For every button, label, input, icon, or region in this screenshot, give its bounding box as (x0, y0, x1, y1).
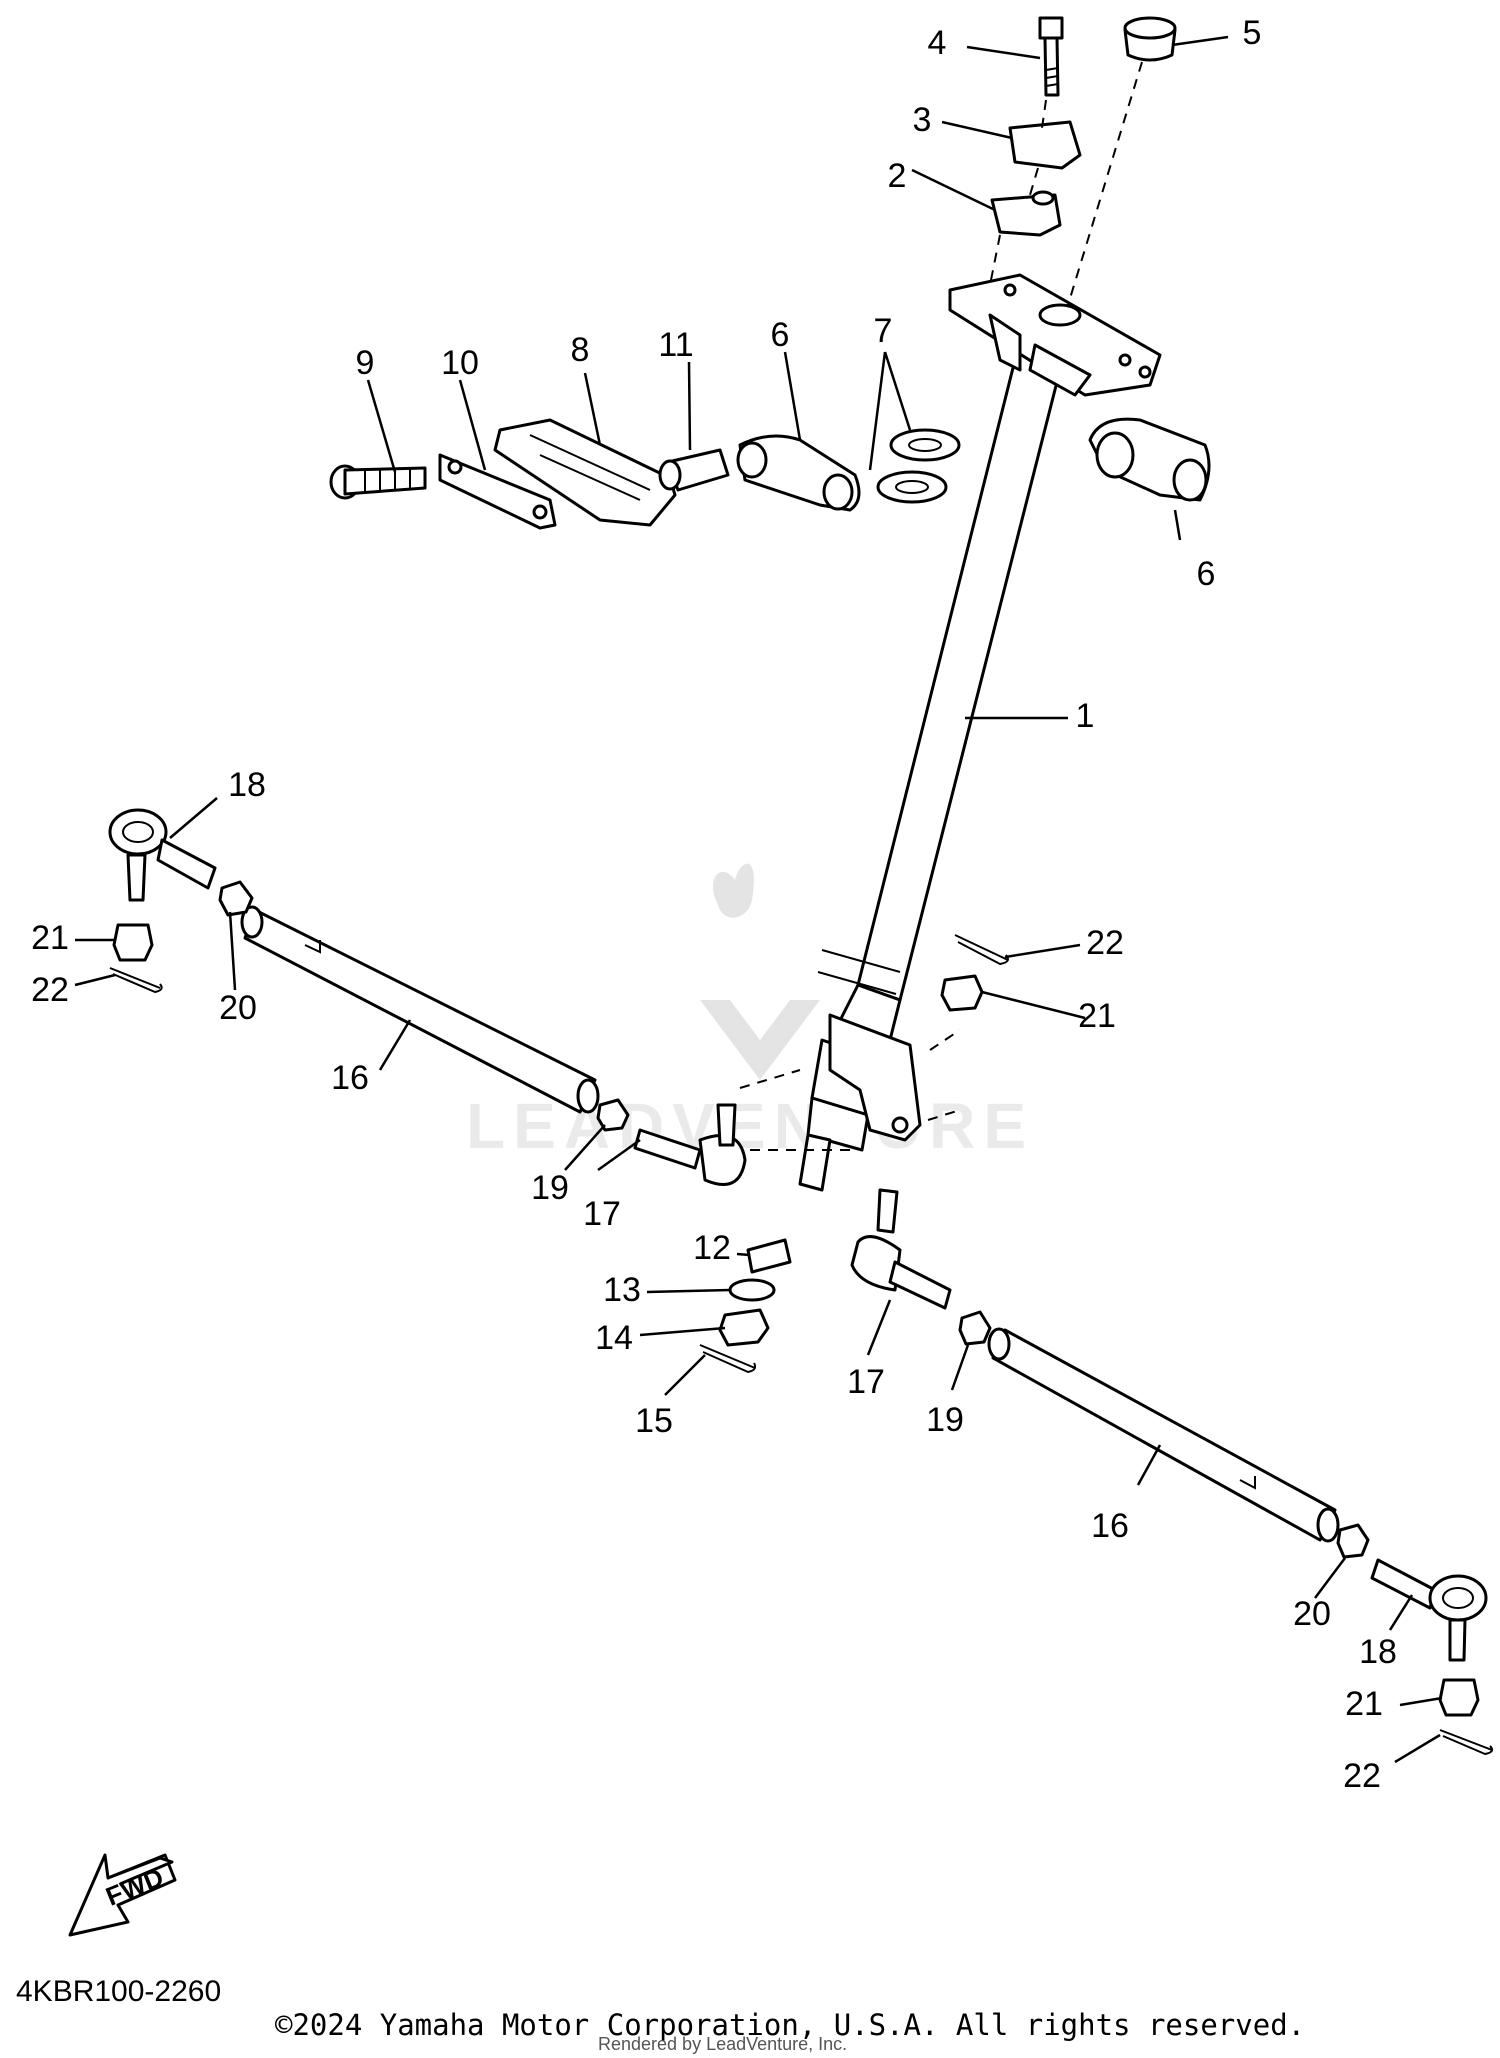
callout-21-center: 21 (1078, 997, 1116, 1035)
callout-2: 2 (888, 157, 907, 195)
collar-11[interactable] (658, 448, 730, 492)
plate-10[interactable] (438, 453, 557, 530)
callout-7: 7 (874, 312, 893, 350)
callout-18-left: 18 (228, 766, 266, 804)
callout-4: 4 (928, 24, 947, 62)
cap-5[interactable] (1123, 16, 1177, 62)
rendered-by-text: Rendered by LeadVenture, Inc. (598, 2034, 848, 2054)
callout-8: 8 (571, 331, 590, 369)
bushing-7[interactable] (876, 428, 961, 504)
tie-rod-end-17-right[interactable] (850, 1188, 952, 1310)
leader-lines (74, 35, 1443, 1764)
upper-bracket[interactable] (948, 273, 1162, 397)
tie-rod-left[interactable] (240, 905, 600, 1114)
nut-19-right[interactable] (958, 1310, 992, 1346)
nut-21-right[interactable] (1438, 1678, 1480, 1717)
tie-rod-right[interactable] (987, 1327, 1340, 1543)
part-code: 4KBR100-2260 (16, 1975, 222, 2008)
callout-18-right: 18 (1359, 1633, 1397, 1671)
callout-1: 1 (1076, 697, 1095, 735)
callout-22-right: 22 (1343, 1757, 1381, 1795)
cotter-pin-15[interactable] (699, 1344, 757, 1374)
cotter-pin-22-center[interactable] (954, 934, 1009, 966)
nut-20-left[interactable] (218, 880, 254, 917)
copyright-text: ©2024 Yamaha Motor Corporation, U.S.A. A… (275, 2008, 1306, 2042)
nut-14[interactable] (718, 1308, 770, 1347)
rod-end-18-right[interactable] (1370, 1558, 1488, 1662)
handlebar-holder-upper[interactable] (1008, 120, 1082, 170)
cotter-pin-22-right[interactable] (1439, 1729, 1494, 1756)
nut-21-center[interactable] (940, 974, 984, 1012)
callout-6-right: 6 (1197, 555, 1216, 593)
watermark: LEADVENTURE (466, 863, 1034, 1162)
callout-6-left: 6 (771, 316, 790, 354)
callout-labels: 1 2 3 4 5 6 6 7 8 9 10 11 12 13 14 15 16… (31, 14, 1397, 1795)
callout-17-right: 17 (847, 1363, 885, 1401)
nut-19-left[interactable] (596, 1098, 630, 1132)
callout-5: 5 (1243, 14, 1262, 52)
guide-8[interactable] (493, 418, 677, 527)
bolt-guide-lines (989, 99, 1047, 286)
callout-15: 15 (635, 1402, 673, 1440)
cap-guide-line (1067, 61, 1143, 306)
callout-21-left: 21 (31, 919, 69, 957)
shaft-holder-left[interactable] (736, 434, 861, 512)
callout-20-left: 20 (219, 989, 257, 1027)
rod-end-18-left[interactable] (108, 808, 217, 902)
callout-12: 12 (693, 1229, 731, 1267)
bolt-9[interactable] (329, 464, 427, 500)
callout-19-right: 19 (926, 1401, 964, 1439)
cotter-pin-22-left[interactable] (109, 967, 163, 994)
watermark-text: LEADVENTURE (466, 1090, 1034, 1162)
callout-9: 9 (356, 344, 375, 382)
handlebar-holder-lower[interactable] (990, 190, 1062, 237)
callout-10: 10 (441, 344, 479, 382)
washer-13[interactable] (728, 1278, 776, 1302)
bolt-4[interactable] (1038, 16, 1064, 97)
callout-16-right: 16 (1091, 1507, 1129, 1545)
callout-11: 11 (658, 326, 693, 364)
collar-12[interactable] (746, 1238, 792, 1274)
callout-13: 13 (603, 1271, 641, 1309)
callout-16-left: 16 (331, 1059, 369, 1097)
callout-21-right: 21 (1345, 1685, 1383, 1723)
callout-3: 3 (913, 101, 932, 139)
fwd-arrow-icon: FWD (68, 1853, 177, 1937)
tie-rod-end-17-left[interactable] (633, 1103, 747, 1186)
callout-22-center: 22 (1086, 924, 1124, 962)
callout-20-right: 20 (1293, 1595, 1331, 1633)
pitman-arm[interactable] (828, 1013, 922, 1142)
callout-14: 14 (595, 1319, 633, 1357)
shaft-holder-right[interactable] (1088, 417, 1211, 502)
callout-17-left: 17 (583, 1195, 621, 1233)
nut-21-left[interactable] (112, 923, 154, 962)
callout-19-left: 19 (531, 1169, 569, 1207)
callout-22-left: 22 (31, 971, 69, 1009)
nut-20-right[interactable] (1336, 1523, 1370, 1559)
